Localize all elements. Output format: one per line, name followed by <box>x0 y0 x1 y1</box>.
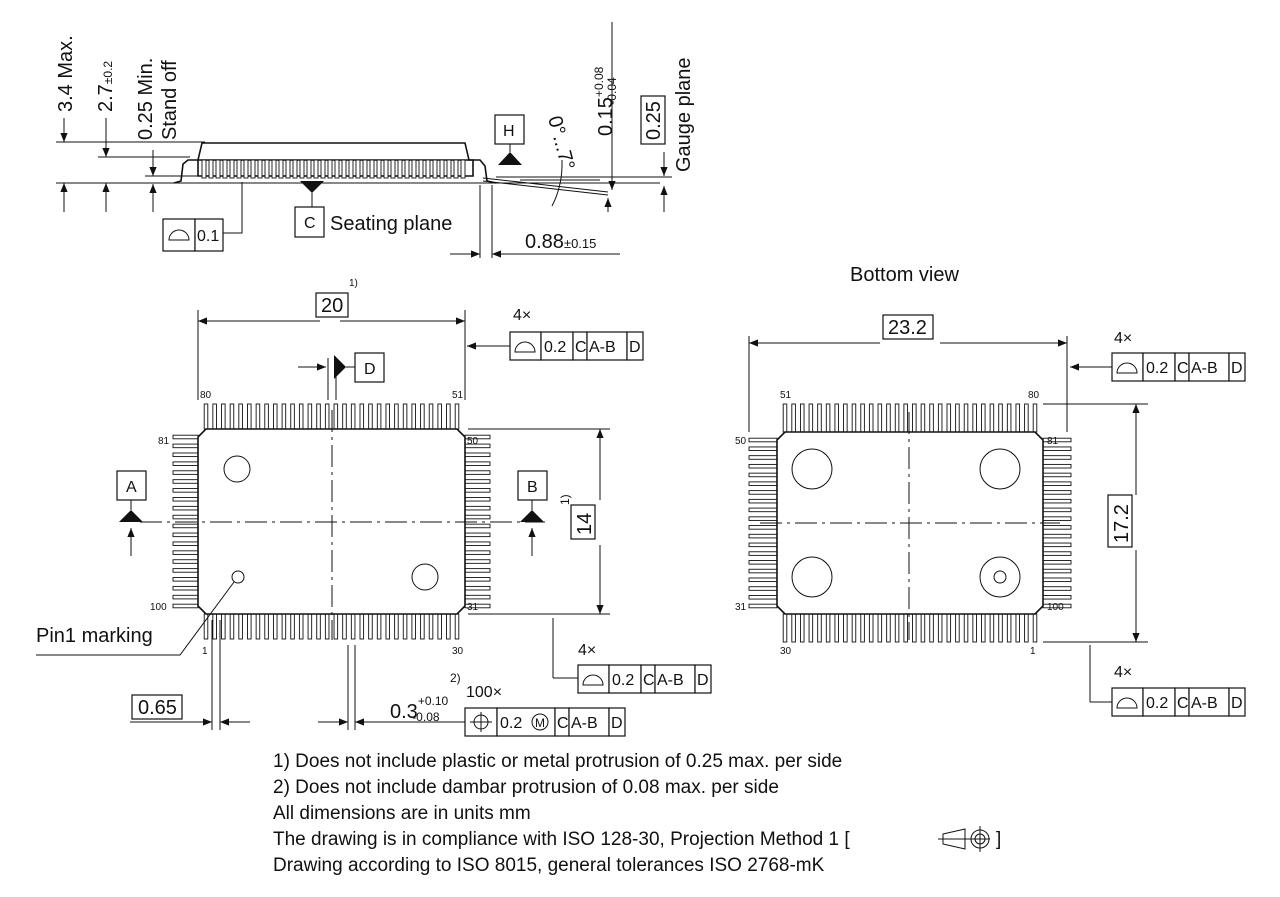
svg-text:C: C <box>557 715 569 732</box>
top-fcf2-mult: 4× <box>578 642 596 659</box>
bottom-width: 23.2 <box>888 317 927 339</box>
datum-a-label: A <box>126 479 137 496</box>
svg-text:A-B: A-B <box>1191 360 1218 377</box>
note-2: 2) Does not include dambar protrusion of… <box>273 777 779 798</box>
top-pin-50: 50 <box>467 436 479 447</box>
top-height: 14 <box>574 513 596 535</box>
note-1: 1) Does not include plastic or metal pro… <box>273 751 842 772</box>
svg-text:0.2: 0.2 <box>544 339 566 356</box>
datum-d-label: D <box>364 361 376 378</box>
note-3: All dimensions are in units mm <box>273 803 531 824</box>
bottom-fcf-frame-top: 0.2 C A-B D <box>1111 352 1246 382</box>
bottom-pin-31: 31 <box>735 602 747 613</box>
top-width: 20 <box>321 295 343 317</box>
bottom-view: Bottom view 51 80 50 81 31 100 30 1 23.2… <box>735 264 1246 717</box>
pin1-marking-label: Pin1 marking <box>36 625 153 647</box>
bottom-pin-30: 30 <box>780 646 792 657</box>
seating-plane-label: Seating plane <box>330 213 452 235</box>
bottom-view-title: Bottom view <box>850 264 959 286</box>
side-view: 3.4 Max. 2.7±0.2 0.25 Min. Stand off C S… <box>55 22 695 258</box>
bottom-fcf-mult: 4× <box>1114 330 1132 347</box>
svg-text:M: M <box>535 716 545 730</box>
bottom-fcf-frame-bottom: 0.2 C A-B D <box>1111 687 1246 717</box>
svg-text:A-B: A-B <box>589 339 616 356</box>
dim-standoff: 0.25 Min. <box>135 58 157 140</box>
svg-text:0.2: 0.2 <box>612 672 634 689</box>
datum-c-label: C <box>304 215 316 232</box>
svg-text:C: C <box>643 672 655 689</box>
gauge-plane-label: Gauge plane <box>673 57 695 172</box>
top-pin-51: 51 <box>452 390 464 401</box>
svg-text:0.2: 0.2 <box>500 715 522 732</box>
bottom-fcf2-mult: 4× <box>1114 664 1132 681</box>
top-fcf-mult: 4× <box>513 307 531 324</box>
bottom-pin-80: 80 <box>1028 390 1040 401</box>
top-width-note: 1) <box>349 278 358 289</box>
dim-body-height: 2.7±0.2 <box>95 61 117 112</box>
foot-length: 0.88±0.15 <box>525 231 596 253</box>
dim-height-max: 3.4 Max. <box>55 35 77 112</box>
svg-text:D: D <box>1231 360 1243 377</box>
bottom-pin-51: 51 <box>780 390 792 401</box>
notes: 1) Does not include plastic or metal pro… <box>273 751 1001 876</box>
bottom-pin-1: 1 <box>1030 646 1036 657</box>
bottom-pin-50: 50 <box>735 436 747 447</box>
angle-label: 0°...7° <box>543 114 578 173</box>
svg-text:A-B: A-B <box>657 672 684 689</box>
flatness-value: 0.1 <box>197 228 219 245</box>
svg-text:C: C <box>575 339 587 356</box>
svg-text:C: C <box>1177 360 1189 377</box>
top-pin-31: 31 <box>467 602 479 613</box>
note-4-close: ] <box>996 829 1001 850</box>
svg-text:C: C <box>1177 695 1189 712</box>
svg-text:0.2: 0.2 <box>1146 695 1168 712</box>
gauge-value: 0.25 <box>643 101 665 140</box>
top-height-note: 1) <box>558 494 572 505</box>
note-4: The drawing is in compliance with ISO 12… <box>273 829 850 850</box>
svg-text:D: D <box>611 715 623 732</box>
svg-text:D: D <box>697 672 709 689</box>
datum-b-label: B <box>527 479 538 496</box>
svg-text:0.2: 0.2 <box>1146 360 1168 377</box>
lower-fcf-frame: 0.2 C A-B D <box>577 664 712 694</box>
bottom-view-leads <box>748 403 1072 643</box>
lead-width: 0.3+0.10-0.08 <box>390 694 449 724</box>
bottom-height: 17.2 <box>1111 504 1133 543</box>
side-lead-comb <box>201 159 466 179</box>
position-fcf-frame: 0.2 M C A-B D <box>464 707 626 737</box>
top-pin-1: 1 <box>202 646 208 657</box>
lead-count: 100× <box>466 684 502 701</box>
lead-thickness: 0.15+0.08-0.04 <box>592 66 619 136</box>
svg-text:A-B: A-B <box>571 715 598 732</box>
bottom-pin-100: 100 <box>1047 602 1064 613</box>
svg-text:D: D <box>1231 695 1243 712</box>
top-pin-100: 100 <box>150 602 167 613</box>
svg-text:A-B: A-B <box>1191 695 1218 712</box>
lead-width-note: 2) <box>450 671 461 685</box>
projection-symbol-icon <box>938 826 990 852</box>
top-fcf-frame: 0.2 C A-B D <box>509 331 644 361</box>
svg-text:D: D <box>629 339 641 356</box>
top-pin-80: 80 <box>200 390 212 401</box>
dim-standoff-note: Stand off <box>159 60 181 140</box>
bottom-pin-81: 81 <box>1047 436 1059 447</box>
top-view: 80 51 81 50 100 31 1 30 20 1) 14 1) A B <box>36 278 712 737</box>
top-pin-81: 81 <box>158 436 170 447</box>
top-pin-30: 30 <box>452 646 464 657</box>
note-5: Drawing according to ISO 8015, general t… <box>273 855 825 876</box>
datum-h-label: H <box>503 123 515 140</box>
pitch-value: 0.65 <box>138 697 177 719</box>
